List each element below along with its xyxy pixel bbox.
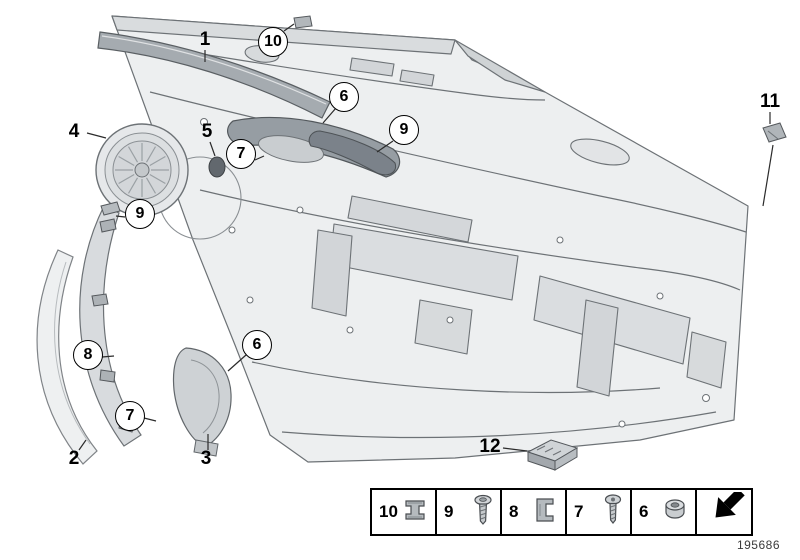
callout-7-upper[interactable]: 7 bbox=[226, 139, 256, 169]
callout-6-upper[interactable]: 6 bbox=[329, 82, 359, 112]
callout-9-left[interactable]: 9 bbox=[125, 199, 155, 229]
leader-lines bbox=[78, 23, 774, 452]
legend-label-9: 9 bbox=[444, 502, 454, 521]
retainer-clip-bottom bbox=[526, 439, 579, 471]
panel-openings bbox=[158, 45, 727, 397]
legend-label-6: 6 bbox=[639, 502, 649, 521]
callout-1[interactable]: 1 bbox=[199, 29, 211, 50]
legend-item-9: 9 bbox=[435, 488, 502, 536]
callout-3[interactable]: 3 bbox=[200, 448, 212, 469]
legend-item-8: 8 bbox=[500, 488, 567, 536]
callout-8[interactable]: 8 bbox=[73, 340, 103, 370]
direction-arrow-icon bbox=[695, 488, 753, 536]
callout-9-upper[interactable]: 9 bbox=[389, 115, 419, 145]
trim-strip-lower bbox=[36, 249, 98, 465]
mounting-grommet bbox=[208, 156, 226, 178]
legend-label-10: 10 bbox=[379, 502, 398, 521]
callout-10[interactable]: 10 bbox=[258, 27, 288, 57]
legend-item-10: 10 bbox=[370, 488, 437, 536]
retainer-clip-top bbox=[293, 15, 313, 29]
speaker-cover bbox=[95, 123, 189, 217]
spring-clip-icon bbox=[402, 495, 428, 530]
torx-screw-icon bbox=[603, 493, 623, 531]
legend-label-7: 7 bbox=[574, 502, 584, 521]
fastener-legend: 10 9 8 bbox=[370, 488, 753, 536]
screw-icon bbox=[473, 494, 493, 531]
callout-12[interactable]: 12 bbox=[479, 436, 501, 457]
callout-4[interactable]: 4 bbox=[68, 121, 80, 142]
decor-trim-strip bbox=[97, 31, 331, 119]
callout-2[interactable]: 2 bbox=[68, 448, 80, 469]
clamp-clip-icon bbox=[532, 495, 558, 530]
legend-label-8: 8 bbox=[509, 502, 519, 521]
part-number: 195686 bbox=[736, 538, 780, 552]
grommet-icon bbox=[662, 496, 688, 529]
callout-11[interactable]: 11 bbox=[759, 91, 781, 112]
callout-7-lower[interactable]: 7 bbox=[115, 401, 145, 431]
armrest-pull-handle bbox=[227, 116, 401, 178]
legend-item-7: 7 bbox=[565, 488, 632, 536]
retainer-clip-right bbox=[762, 122, 787, 143]
legend-item-6: 6 bbox=[630, 488, 697, 536]
lower-bracket bbox=[172, 347, 232, 457]
callout-6-lower[interactable]: 6 bbox=[242, 330, 272, 360]
callout-5[interactable]: 5 bbox=[201, 121, 213, 142]
clip-rail bbox=[79, 201, 142, 447]
